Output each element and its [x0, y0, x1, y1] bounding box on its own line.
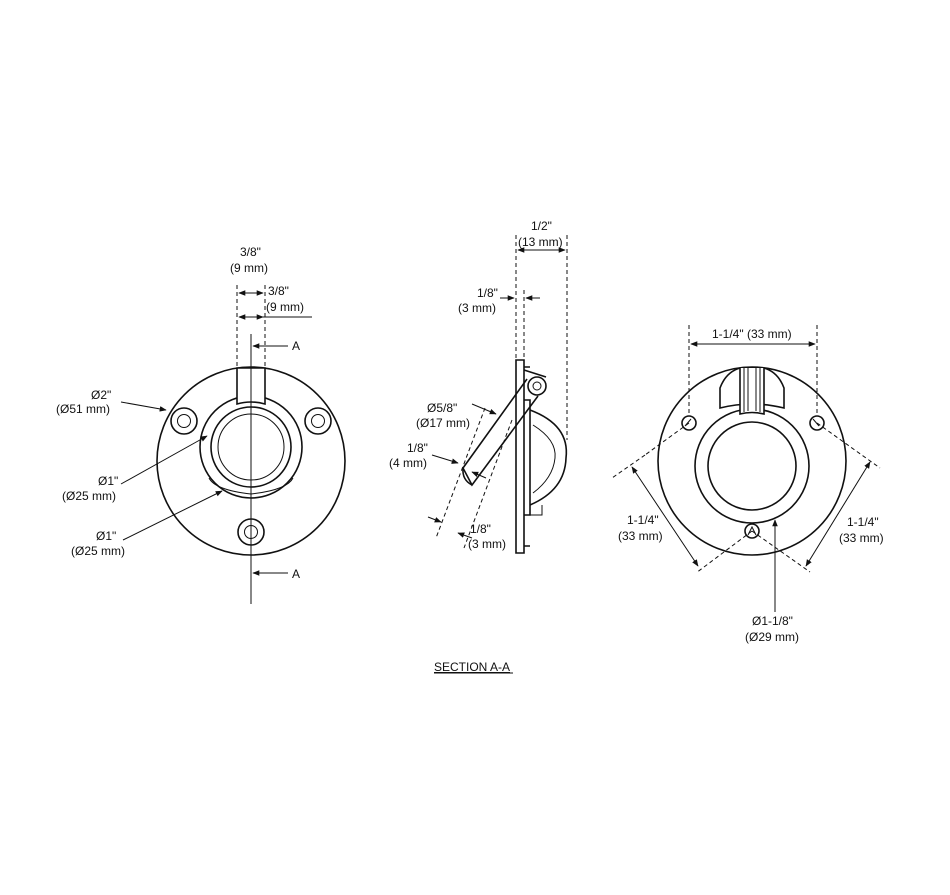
section-marker-bottom: A — [292, 567, 300, 581]
overall-depth-label-2: (13 mm) — [518, 235, 563, 249]
ring-dia-label-4: (Ø25 mm) — [71, 544, 125, 558]
section-hinge-pin — [527, 376, 547, 396]
ring-dia-label-2: (Ø25 mm) — [62, 489, 116, 503]
slot-width-label-1: 3/8" — [240, 245, 261, 259]
hole-spacing-left-label-2: (33 mm) — [618, 529, 663, 543]
flange-dia-label-2: (Ø51 mm) — [56, 402, 110, 416]
back-mount-hole-left — [681, 415, 697, 431]
section-caption: SECTION A-A — [434, 660, 510, 674]
hole-spacing-right-label-1: 1-1/4" — [847, 515, 879, 529]
flange-dia-label-1: Ø2" — [91, 388, 111, 402]
flange-thk-label-2: (3 mm) — [458, 301, 496, 315]
front-mount-hole-right — [304, 407, 332, 435]
back-ring-inner — [707, 421, 797, 511]
ring-dia-label-3: Ø1" — [96, 529, 116, 543]
ring-dia-sec-label-2: (Ø17 mm) — [416, 416, 470, 430]
section-cup — [529, 409, 568, 506]
hole-spacing-left-label-1: 1-1/4" — [627, 513, 659, 527]
back-ring-outer — [694, 408, 810, 524]
bolt-circle-label-1: Ø1-1/8" — [752, 614, 793, 628]
section-marker-top: A — [292, 339, 300, 353]
back-mount-hole-right — [809, 415, 825, 431]
slot-width-label-4: (9 mm) — [266, 300, 304, 314]
hole-spacing-right-label-2: (33 mm) — [839, 531, 884, 545]
hole-spacing-top-label: 1-1/4" (33 mm) — [712, 327, 792, 341]
section-view: 1/2" (13 mm) 1/8" (3 mm) Ø5/8" (Ø17 mm) … — [389, 219, 568, 674]
ring-thk-label-1: 1/8" — [407, 441, 428, 455]
back-flange — [657, 366, 847, 556]
overall-depth-label-1: 1/2" — [531, 219, 552, 233]
flange-thk-label-1: 1/8" — [477, 286, 498, 300]
slot-width-label-3: 3/8" — [268, 284, 289, 298]
ring-dia-sec-label-1: Ø5/8" — [427, 401, 457, 415]
back-view: 1-1/4" (33 mm) 1-1/4" (33 mm) 1-1/4" (33… — [611, 325, 884, 644]
wall-thk-label-2: (3 mm) — [468, 537, 506, 551]
section-flange-plate — [515, 359, 525, 554]
wall-thk-label-1: 1/8" — [470, 522, 491, 536]
front-mount-hole-left — [170, 407, 198, 435]
ring-dia-label-1: Ø1" — [98, 474, 118, 488]
front-view: A A 3/8" (9 mm) 3/8" (9 mm) Ø2" (Ø51 mm)… — [56, 245, 346, 604]
slot-width-label-2: (9 mm) — [230, 261, 268, 275]
section-ring-arm — [462, 378, 539, 487]
bolt-circle-label-2: (Ø29 mm) — [745, 630, 799, 644]
back-mount-hole-bottom — [744, 523, 760, 539]
ring-thk-label-2: (4 mm) — [389, 456, 427, 470]
